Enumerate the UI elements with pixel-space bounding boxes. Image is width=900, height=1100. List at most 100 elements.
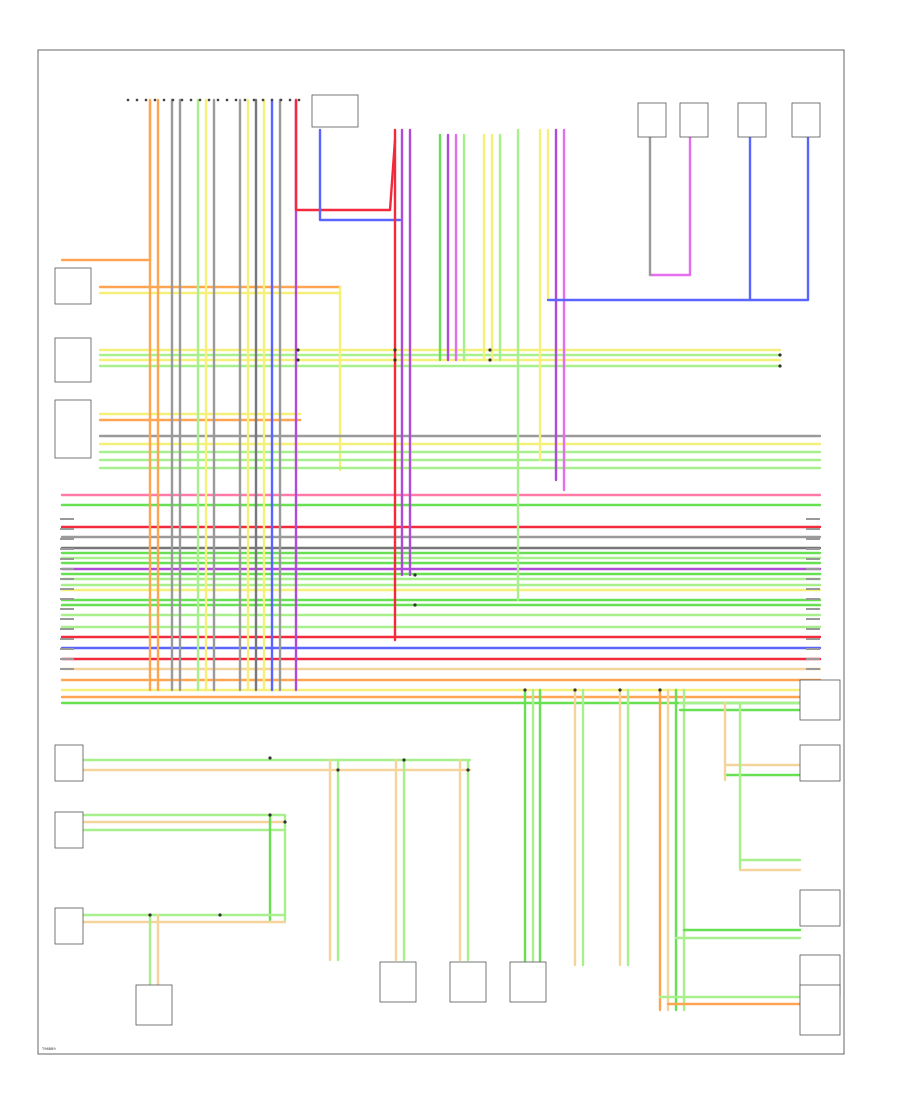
wire-color-code [806,538,820,540]
wire-color-code [806,608,820,610]
component-box [135,984,173,1026]
wire-color-code [806,668,820,670]
wire-color-code [806,658,820,660]
wire-color-code [60,528,74,530]
component-box [54,337,92,383]
component-box [54,907,84,945]
connector-pin [252,98,256,102]
splice-dot [488,348,492,352]
wire-red [294,98,397,212]
splice-dot [296,358,300,362]
wire-color-code [806,528,820,530]
wire-color-code [60,648,74,650]
splice-dot [778,364,782,368]
wires-layer [60,98,822,1012]
connector-pin [171,98,175,102]
wire-color-code [60,558,74,560]
component-box [799,744,841,782]
wire-color-code [60,578,74,580]
connector-pin [144,98,148,102]
splice-dot [296,348,300,352]
splice-dot [402,758,406,762]
wire-color-code [806,618,820,620]
connector-pin [180,98,184,102]
splice-dot [488,358,492,362]
wire-color-code [60,518,74,520]
splice-dot [393,348,397,352]
connector-pin [261,98,265,102]
splice-dot [523,688,527,692]
splice-dot [413,573,417,577]
wire-color-code [806,578,820,580]
splice-dot [658,688,662,692]
wire-color-code [806,598,820,600]
wire-orange [60,98,152,262]
component-box [311,94,359,128]
wire-blue [318,128,402,222]
splice-dot [393,358,397,362]
wire-color-code [806,638,820,640]
splice-dot [618,688,622,692]
wire-color-code [60,608,74,610]
component-box [54,811,84,849]
component-box [54,267,92,305]
splice-dot [283,820,287,824]
splice-dot [148,913,152,917]
component-box [509,961,547,1003]
wire-color-code [806,588,820,590]
connector-pin [162,98,166,102]
component-box [449,961,487,1003]
connector-pin [135,98,139,102]
wire-color-code [806,558,820,560]
wire-color-code [806,548,820,550]
splice-dot [218,913,222,917]
wire-color-code [806,648,820,650]
component-box [799,889,841,927]
connector-pin [225,98,229,102]
wire-color-code [60,538,74,540]
connector-pin [234,98,238,102]
connector-pin [153,98,157,102]
wire-color-code [60,598,74,600]
wire-color-code [60,568,74,570]
connector-pin [270,98,274,102]
connector-pin [216,98,220,102]
component-box [799,679,841,721]
components-layer [54,94,841,1036]
wire-magenta [648,128,692,277]
wire-color-code [60,588,74,590]
splice-dot [268,756,272,760]
splice-dot [466,768,470,772]
connector-pin [288,98,292,102]
wire-color-code [60,628,74,630]
connector-pin [297,98,301,102]
wire-color-code [60,658,74,660]
component-box [799,984,841,1036]
component-box [637,102,667,138]
component-box [54,399,92,459]
wire-color-code [60,618,74,620]
splice-dot [778,353,782,357]
wire-color-code [60,548,74,550]
connector-pin [126,98,130,102]
diagram-code: T96889 [41,1047,56,1051]
component-box [791,102,821,138]
connector-pin [243,98,247,102]
splice-dot [268,813,272,817]
wire-color-code [806,628,820,630]
connector-pin [189,98,193,102]
connector-pin [279,98,283,102]
diagram-frame [37,49,845,1055]
wire-color-code [806,568,820,570]
splice-dot [336,768,340,772]
splice-dot [413,603,417,607]
connector-pin [207,98,211,102]
component-box [737,102,767,138]
component-box [54,744,84,782]
wire-color-code [60,668,74,670]
wire-color-code [806,518,820,520]
wire-blue [546,128,810,302]
component-box [679,102,709,138]
splice-dot [573,688,577,692]
